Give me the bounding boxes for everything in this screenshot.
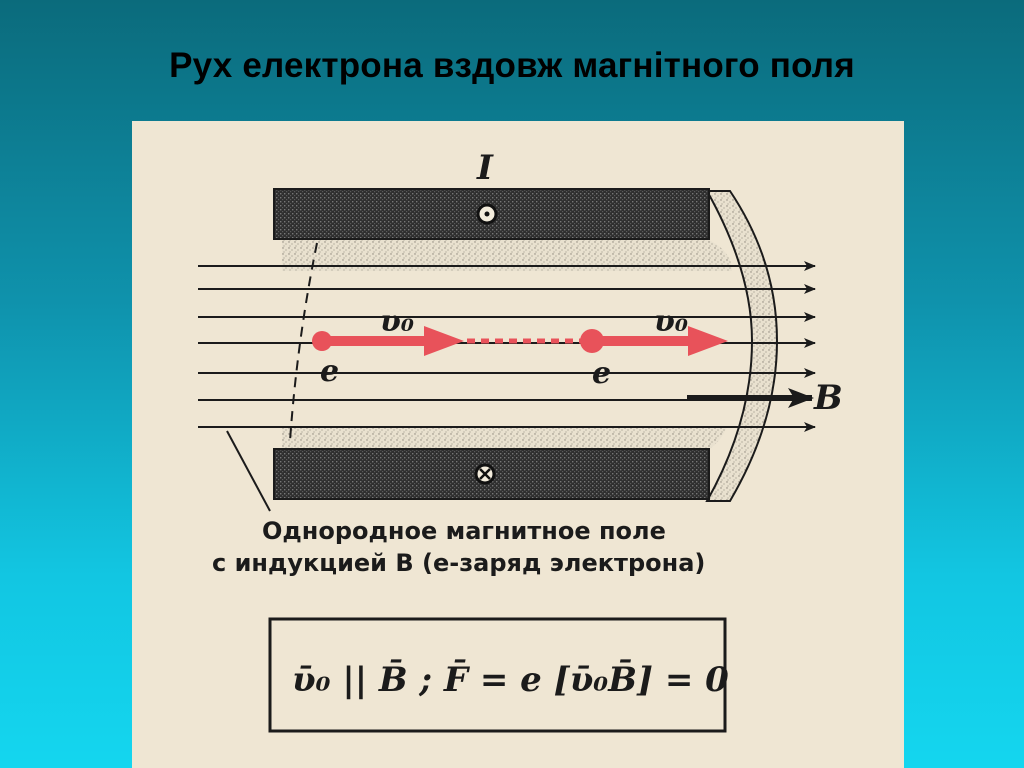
slide-title: Рух електрона вздовж магнітного поля	[169, 46, 855, 85]
charge-label-1: e	[320, 354, 339, 389]
coil-inner-shading-top	[282, 239, 732, 271]
diagram-canvas: I υ₀ υ₀ e e B Однородное магнитное поле …	[198, 148, 843, 733]
velocity-label-1: υ₀	[380, 304, 414, 339]
caption-line-2: с индукцией B (e-заряд электрона)	[212, 549, 705, 577]
coil-end-ring	[705, 190, 779, 502]
caption-leader	[226, 430, 271, 512]
circle-cross-icon	[474, 463, 496, 485]
current-label: I	[476, 148, 494, 188]
velocity-label-2: υ₀	[654, 304, 688, 339]
velocity-arrow-2-head	[688, 326, 728, 356]
coil-inner-shading-bottom	[282, 426, 727, 451]
formula-box	[268, 617, 727, 733]
electron-trajectory	[312, 326, 728, 356]
formula-text: ῡ₀ || B̄ ; F̄ = e [ῡ₀B̄] = 0	[292, 659, 729, 700]
field-lines	[198, 261, 816, 432]
circle-dot-icon	[476, 203, 498, 225]
velocity-arrow-1-head	[424, 326, 464, 356]
field-label: B	[813, 378, 843, 418]
velocity-arrow-1-shaft	[322, 336, 430, 346]
charge-label-2: e	[592, 356, 611, 391]
coil-bottom-winding	[273, 448, 710, 500]
diagram-figure: I υ₀ υ₀ e e B Однородное магнитное поле …	[132, 121, 904, 768]
velocity-arrow-2-shaft	[592, 336, 692, 346]
caption-line-1: Однородное магнитное поле	[262, 517, 666, 545]
